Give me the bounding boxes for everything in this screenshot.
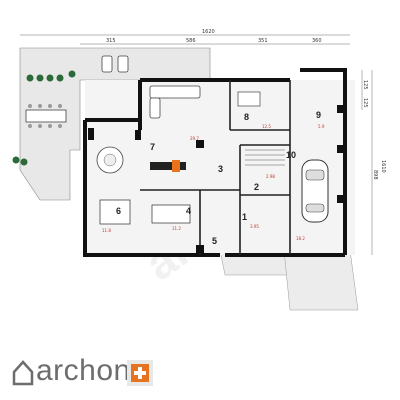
room-label-3: 3	[218, 164, 223, 174]
room-label-4: 4	[186, 206, 191, 216]
kitchen-counter	[151, 204, 191, 224]
archon-logo-text: archon	[36, 354, 131, 387]
dim-top-3: 351	[258, 38, 268, 44]
kitchen-island	[99, 199, 131, 225]
dim-top-4: 360	[312, 38, 322, 44]
room-area-10: 18.2	[296, 236, 305, 241]
car-icon	[301, 159, 329, 223]
fire-icon	[172, 160, 180, 172]
room-label-1: 1	[242, 212, 247, 222]
archon-logo-icon	[12, 360, 34, 386]
inner-walls	[140, 80, 291, 255]
sofa-icon	[149, 85, 201, 119]
plant-icons	[12, 70, 76, 166]
plus-icon	[127, 360, 153, 386]
stairs	[245, 149, 285, 166]
dim-top-2: 586	[186, 38, 196, 44]
room-label-2: 2	[254, 182, 259, 192]
room-label-7: 7	[150, 142, 155, 152]
dining-table-icon	[96, 146, 124, 174]
room-area-8: 12.5	[262, 124, 271, 129]
room-label-8: 8	[244, 112, 249, 122]
dim-right-1: 125	[362, 80, 368, 90]
bed-icon	[237, 91, 261, 107]
dim-top-total: 1620	[202, 29, 215, 35]
dim-top-1: 315	[106, 38, 116, 44]
room-area-7: 29.7	[190, 136, 199, 141]
wall-blocks	[88, 105, 345, 253]
room-area-1: 3.95	[250, 224, 259, 229]
dim-right-3: 898	[372, 170, 378, 180]
dimension-lines	[20, 34, 373, 255]
room-area-6: 11.8	[102, 228, 111, 233]
outer-walls	[83, 68, 347, 257]
dim-right-2: 125	[362, 98, 368, 108]
room-area-9: 5.9	[318, 124, 325, 129]
room-label-10: 10	[286, 150, 296, 160]
room-label-6: 6	[116, 206, 121, 216]
fireplace	[150, 162, 186, 170]
room-label-5: 5	[212, 236, 217, 246]
dim-right-total: 1610	[380, 160, 386, 173]
room-label-9: 9	[316, 110, 321, 120]
room-area-4: 11.2	[172, 226, 181, 231]
terrace-dining-table	[25, 104, 67, 128]
lounger-icons	[101, 55, 129, 73]
terrace	[19, 47, 211, 201]
room-area-2: 2.98	[266, 174, 275, 179]
archon-plus-badge	[127, 360, 153, 386]
